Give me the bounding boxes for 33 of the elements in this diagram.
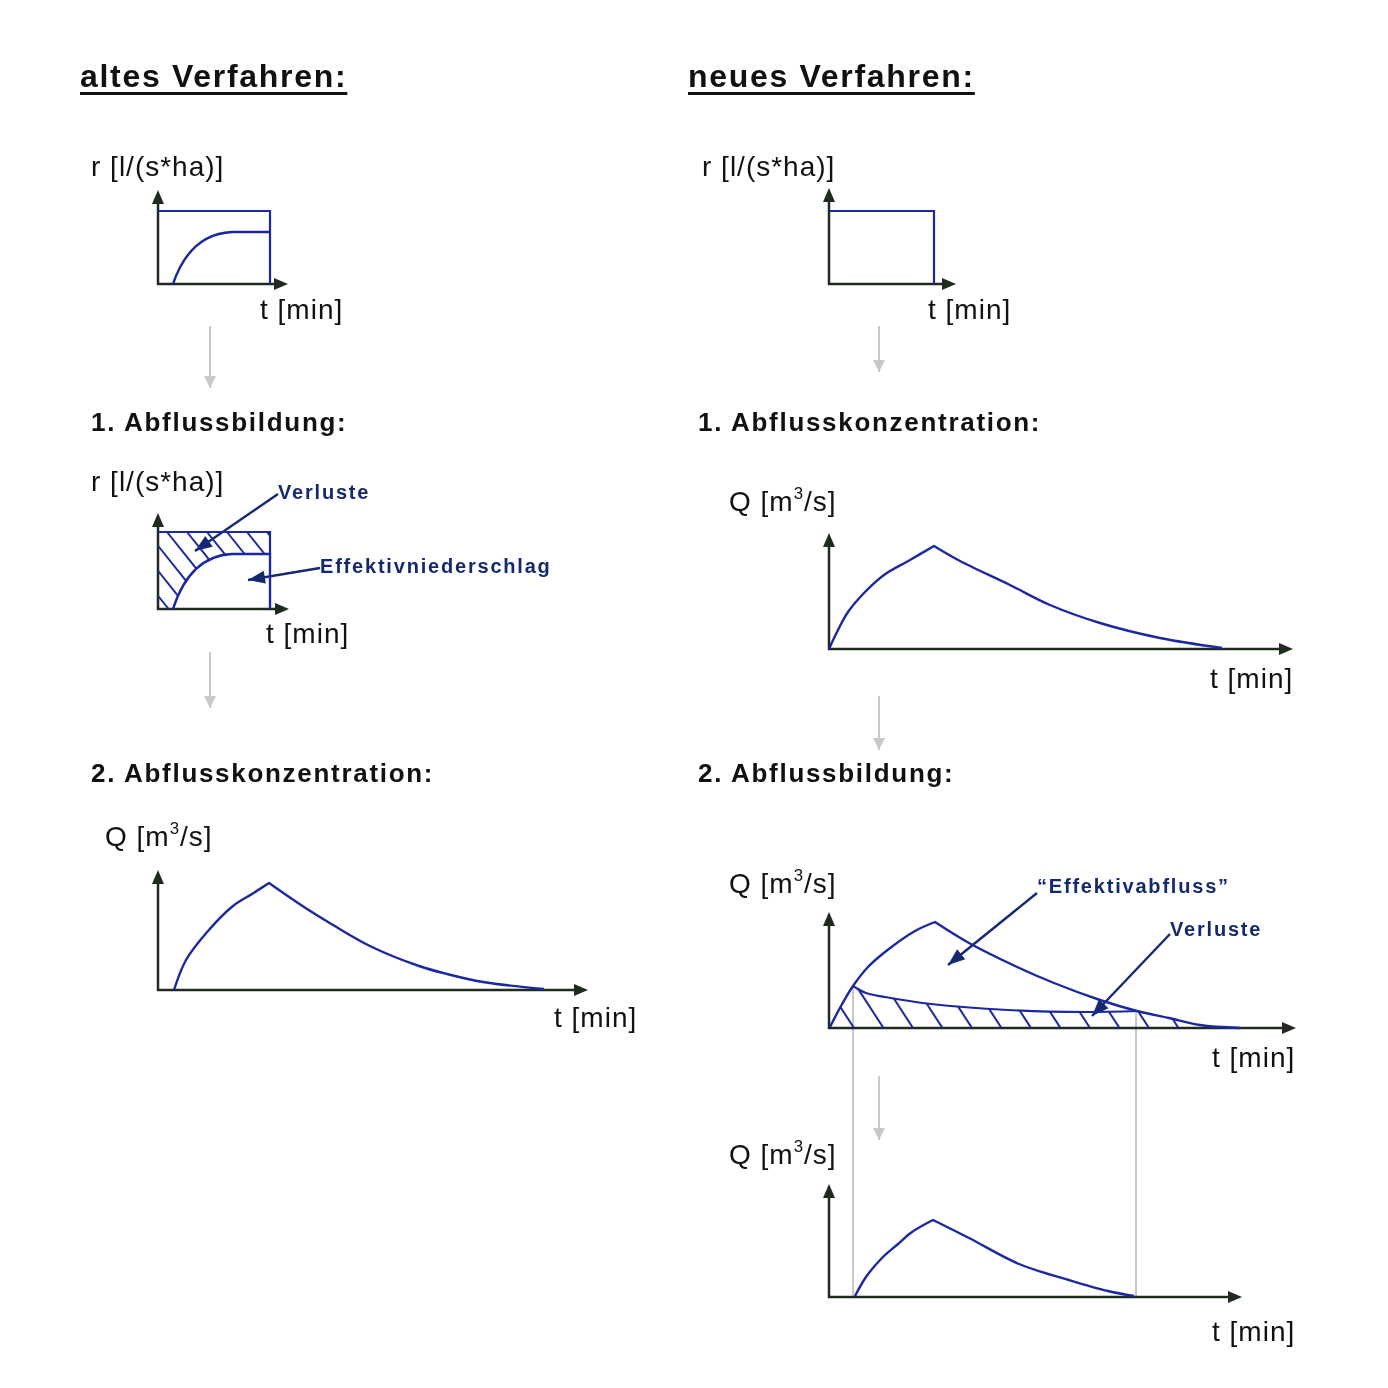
flow-arrow	[873, 1075, 885, 1141]
leader-arrow	[1091, 933, 1171, 1017]
leader-arrow	[247, 566, 321, 584]
column-heading: altes Verfahren:	[80, 60, 348, 92]
leader-arrow	[194, 493, 279, 552]
flow-arrow	[204, 325, 216, 389]
axis-label: Q [m$^{3}$/s]	[105, 823, 213, 851]
axis-label: Q [m$^{3}$/s]	[729, 488, 837, 516]
callout-label: Verluste	[278, 482, 371, 502]
flow-arrow	[873, 695, 885, 751]
column-heading: neues Verfahren:	[688, 60, 975, 92]
section-heading: 2. Abflussbildung:	[698, 760, 955, 786]
axis-label: r [l/(s*ha)]	[702, 153, 836, 181]
flow-arrow	[873, 325, 885, 373]
section-heading: 1. Abflussbildung:	[91, 409, 348, 435]
axis-label: t [min]	[1212, 1044, 1296, 1072]
axis-label: Q [m$^{3}$/s]	[729, 1141, 837, 1169]
callout-label: Verluste	[1170, 919, 1263, 939]
axis-label: Q [m$^{3}$/s]	[729, 870, 837, 898]
axis-label: t [min]	[928, 296, 1012, 324]
axis-label: t [min]	[1212, 1318, 1296, 1346]
axis-label: r [l/(s*ha)]	[91, 153, 225, 181]
callout-label: Effektivniederschlag	[320, 556, 552, 576]
flow-arrow	[204, 651, 216, 709]
section-heading: 1. Abflusskonzentration:	[698, 409, 1042, 435]
section-heading: 2. Abflusskonzentration:	[91, 760, 435, 786]
leader-arrow	[947, 892, 1038, 966]
axis-label: t [min]	[260, 296, 344, 324]
axis-label: r [l/(s*ha)]	[91, 468, 225, 496]
axis-label: t [min]	[1210, 665, 1294, 693]
axis-label: t [min]	[554, 1004, 638, 1032]
callout-label: “Effektivabfluss”	[1037, 876, 1230, 896]
axis-label: t [min]	[266, 620, 350, 648]
